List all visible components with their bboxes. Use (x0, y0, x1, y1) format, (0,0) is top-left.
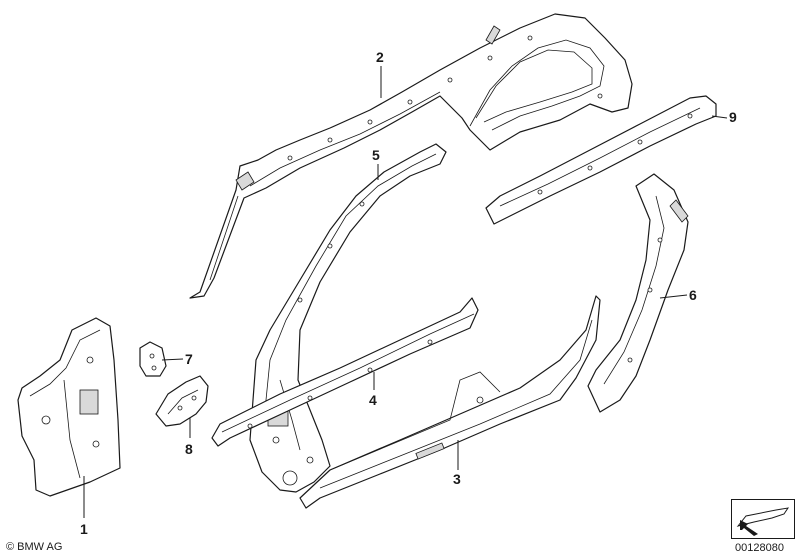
reference-number: 00128080 (735, 542, 784, 554)
leader-lines (83, 66, 728, 518)
callout-6: 6 (689, 287, 697, 303)
part-8-lower-bracket[interactable] (155, 375, 209, 427)
callout-8: 8 (185, 441, 193, 457)
part-6-rear-pillar[interactable] (587, 173, 689, 413)
car-reference-arrow-icon (731, 499, 795, 539)
part-3-side-sill[interactable] (299, 295, 601, 509)
part-2-roof-side-frame[interactable] (189, 13, 633, 299)
part-4-inner-sill[interactable] (211, 297, 479, 447)
callout-2: 2 (376, 49, 384, 65)
callout-4: 4 (369, 392, 377, 408)
part-7-hinge-bracket[interactable] (139, 341, 167, 377)
part-9-rear-rail[interactable] (485, 95, 717, 225)
callout-9: 9 (729, 109, 737, 125)
callout-7: 7 (185, 351, 193, 367)
copyright-notice: © BMW AG (6, 541, 63, 553)
callout-5: 5 (372, 147, 380, 163)
callout-3: 3 (453, 471, 461, 487)
callout-1: 1 (80, 521, 88, 537)
part-1-hinge-pillar-panel[interactable] (17, 317, 121, 497)
